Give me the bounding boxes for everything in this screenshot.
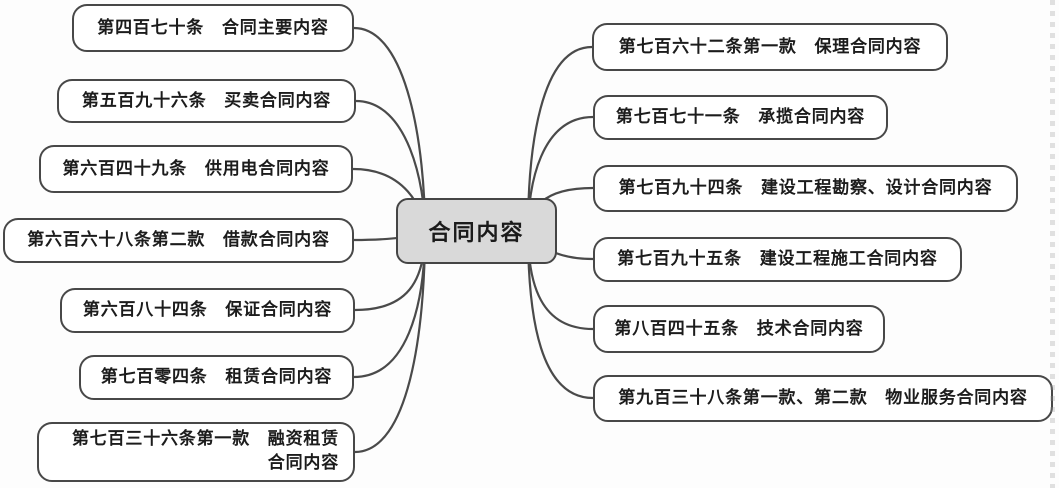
node-label: 第七百九十四条 建设工程勘察、设计合同内容 — [618, 178, 993, 198]
node-property-service-contract[interactable]: 第九百三十八条第一款、第二款 物业服务合同内容 — [593, 375, 1053, 422]
center-node-label: 合同内容 — [428, 220, 525, 245]
connector-line — [353, 229, 427, 454]
node-label: 第四百七十条 合同主要内容 — [97, 17, 329, 37]
node-label: 第六百四十九条 供用电合同内容 — [62, 158, 330, 178]
node-survey-design-contract[interactable]: 第七百九十四条 建设工程勘察、设计合同内容 — [593, 165, 1018, 212]
watermark-strip — [1050, 0, 1055, 488]
node-label-line1: 第七百三十六条第一款 融资租赁 — [72, 428, 339, 448]
node-label: 第九百三十八条第一款、第二款 物业服务合同内容 — [618, 388, 1028, 408]
node-label: 第七百七十一条 承揽合同内容 — [615, 107, 866, 127]
node-electricity-supply-contract[interactable]: 第六百四十九条 供用电合同内容 — [39, 145, 353, 193]
node-label: 第六百六十八条第二款 借款合同内容 — [27, 230, 330, 250]
node-label: 第七百九十五条 建设工程施工合同内容 — [617, 249, 938, 269]
node-label: 第六百八十四条 保证合同内容 — [82, 300, 333, 320]
node-label: 第八百四十五条 技术合同内容 — [614, 318, 864, 338]
node-label-line2: 合同内容 — [267, 453, 339, 473]
node-label: 第五百九十六条 买卖合同内容 — [81, 90, 332, 110]
node-guarantee-contract[interactable]: 第六百八十四条 保证合同内容 — [60, 288, 355, 333]
node-technology-contract[interactable]: 第八百四十五条 技术合同内容 — [593, 305, 885, 353]
node-construction-contract[interactable]: 第七百九十五条 建设工程施工合同内容 — [593, 237, 962, 282]
node-contract-main-content[interactable]: 第四百七十条 合同主要内容 — [72, 4, 354, 52]
node-financial-lease-contract[interactable]: 第七百三十六条第一款 融资租赁 合同内容 — [37, 422, 355, 482]
node-loan-contract[interactable]: 第六百六十八条第二款 借款合同内容 — [3, 218, 354, 263]
node-factoring-contract[interactable]: 第七百六十二条第一款 保理合同内容 — [592, 23, 948, 71]
node-label: 第七百六十二条第一款 保理合同内容 — [618, 36, 922, 56]
node-work-contract[interactable]: 第七百七十一条 承揽合同内容 — [593, 95, 888, 140]
node-lease-contract[interactable]: 第七百零四条 租赁合同内容 — [79, 355, 354, 400]
center-node-contract-content[interactable]: 合同内容 — [396, 198, 557, 264]
node-label: 第七百零四条 租赁合同内容 — [100, 367, 333, 387]
node-sales-contract[interactable]: 第五百九十六条 买卖合同内容 — [57, 79, 356, 123]
